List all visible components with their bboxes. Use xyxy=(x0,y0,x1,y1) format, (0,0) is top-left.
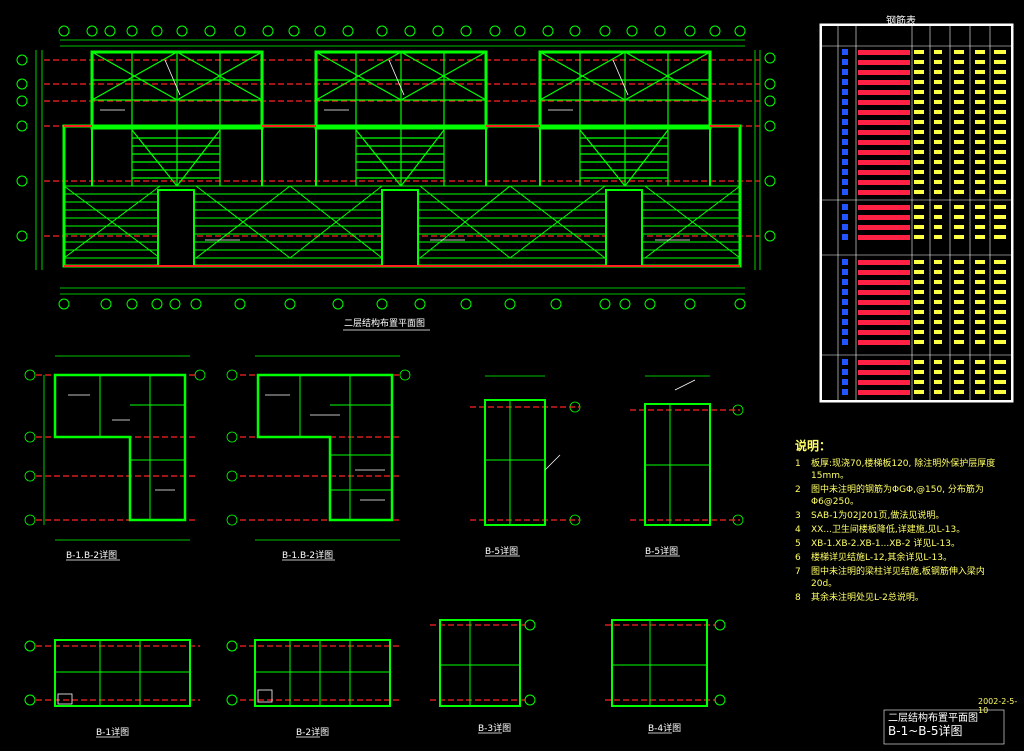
drawing-date: 2002-2-5-10 xyxy=(978,697,1018,715)
note-item: 7 图中未注明的梁柱详见结施,板钢筋伸入梁内20d。 xyxy=(795,566,1010,590)
detail-title-3: B-5详图 xyxy=(485,547,519,557)
note-item: 6 楼梯详见结施L-12,其余详见L-13。 xyxy=(795,552,1010,564)
detail-b3 xyxy=(430,619,536,707)
note-text: 图中未注明的钢筋为ΦGΦ,@150, 分布筋为Φ6@250。 xyxy=(811,485,984,507)
title-block-line2: B-1~B-5详图 xyxy=(888,724,963,738)
note-number: 6 xyxy=(795,553,801,563)
note-text: 图中未注明的梁柱详见结施,板钢筋伸入梁内20d。 xyxy=(811,567,985,589)
detail-b1 xyxy=(24,639,200,707)
note-text: XB-1.XB-2.XB-1...XB-2 详见L-13。 xyxy=(811,539,960,549)
note-text: 楼梯详见结施L-12,其余详见L-13。 xyxy=(811,553,952,563)
rebar-table-heading: 钢筋表 xyxy=(886,16,916,27)
detail-b2 xyxy=(226,639,400,707)
note-number: 2 xyxy=(795,485,801,495)
detail-b5-b xyxy=(630,375,744,526)
note-text: 其余未注明处见L-2总说明。 xyxy=(811,593,924,603)
note-number: 5 xyxy=(795,539,801,549)
note-text: SAB-1为02J201页,做法见说明。 xyxy=(811,511,945,521)
main-plan-title: 二层结构布置平面图 xyxy=(344,319,426,329)
detail-b5-a xyxy=(470,375,581,526)
detail-b1-b2-b xyxy=(226,355,411,541)
detail-title-2: B-1.B-2详图 xyxy=(282,551,334,561)
main-floor-plan xyxy=(16,25,776,310)
note-text: 板厚:现浇70,楼梯板120, 除注明外保护层厚度15mm。 xyxy=(811,459,996,481)
note-number: 4 xyxy=(795,525,801,535)
note-text: XX...卫生间楼板降低,详建施,见L-13。 xyxy=(811,525,966,535)
title-block-line1: 二层结构布置平面图 xyxy=(888,713,978,724)
note-number: 8 xyxy=(795,593,801,603)
note-number: 1 xyxy=(795,459,801,469)
detail-title-5: B-1详图 xyxy=(96,728,130,738)
note-item: 1 板厚:现浇70,楼梯板120, 除注明外保护层厚度15mm。 xyxy=(795,458,1010,482)
note-item: 8 其余未注明处见L-2总说明。 xyxy=(795,592,1010,604)
note-item: 2 图中未注明的钢筋为ΦGΦ,@150, 分布筋为Φ6@250。 xyxy=(795,484,1010,508)
title-block: 二层结构布置平面图 B-1~B-5详图 xyxy=(888,713,978,737)
note-item: 3 SAB-1为02J201页,做法见说明。 xyxy=(795,510,1010,522)
detail-title-8: B-4详图 xyxy=(648,724,682,734)
note-number: 7 xyxy=(795,567,801,577)
rebar-table xyxy=(819,23,1014,403)
notes-heading: 说明： xyxy=(795,439,832,453)
notes-block: 说明： 1 板厚:现浇70,楼梯板120, 除注明外保护层厚度15mm。 2 图中未… xyxy=(795,440,1010,606)
note-item: 4 XX...卫生间楼板降低,详建施,见L-13。 xyxy=(795,524,1010,536)
detail-b1-b2-a xyxy=(24,355,206,541)
detail-title-1: B-1.B-2详图 xyxy=(66,551,118,561)
detail-title-6: B-2详图 xyxy=(296,728,330,738)
note-number: 3 xyxy=(795,511,801,521)
detail-title-4: B-5详图 xyxy=(645,547,679,557)
note-item: 5 XB-1.XB-2.XB-1...XB-2 详见L-13。 xyxy=(795,538,1010,550)
detail-title-7: B-3详图 xyxy=(478,724,512,734)
detail-b4 xyxy=(605,619,726,707)
